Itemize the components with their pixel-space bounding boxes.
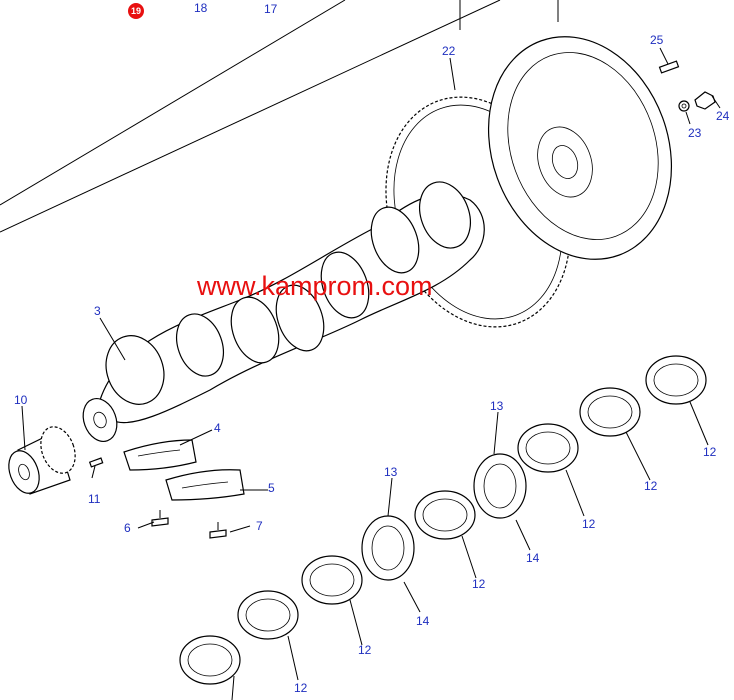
bearing-shell xyxy=(414,490,476,540)
badge-number: 19 xyxy=(131,6,141,16)
crank-gear xyxy=(8,426,76,495)
label-11[interactable]: 11 xyxy=(88,492,101,506)
bearing-shell xyxy=(237,590,299,640)
thrust-bearings xyxy=(123,439,245,501)
header-markers: 19 18 17 xyxy=(128,1,278,19)
label-17[interactable]: 17 xyxy=(264,2,278,16)
thrust-washers xyxy=(361,453,527,581)
label-4[interactable]: 4 xyxy=(214,421,221,435)
label-12[interactable]: 12 xyxy=(582,517,596,531)
leader-lines xyxy=(21,47,721,700)
label-12[interactable]: 12 xyxy=(703,445,717,459)
bearing-shell xyxy=(179,635,241,685)
label-14[interactable]: 14 xyxy=(416,614,430,628)
crankshaft xyxy=(82,181,485,442)
bearing-shell xyxy=(517,423,579,473)
watermark-text: www.kamprom.com xyxy=(196,271,433,301)
label-12[interactable]: 12 xyxy=(358,643,372,657)
screws xyxy=(151,510,227,539)
flywheel xyxy=(487,36,673,260)
flywheel-bolt xyxy=(694,91,716,110)
label-25[interactable]: 25 xyxy=(650,33,664,47)
label-12[interactable]: 12 xyxy=(472,577,486,591)
bearing-shell xyxy=(579,387,641,437)
label-23[interactable]: 23 xyxy=(688,126,702,140)
label-22[interactable]: 22 xyxy=(442,44,456,58)
main-bearing-shells xyxy=(179,355,707,685)
label-13[interactable]: 13 xyxy=(384,465,398,479)
washer xyxy=(678,100,690,112)
label-7[interactable]: 7 xyxy=(256,519,263,533)
woodruff-key xyxy=(88,457,104,468)
label-14[interactable]: 14 xyxy=(526,551,540,565)
dowel-pin xyxy=(658,60,680,74)
label-6[interactable]: 6 xyxy=(124,521,131,535)
label-5[interactable]: 5 xyxy=(268,481,275,495)
screw-6 xyxy=(151,517,169,527)
label-3[interactable]: 3 xyxy=(94,304,101,318)
label-13[interactable]: 13 xyxy=(490,399,504,413)
bearing-shell xyxy=(301,555,363,605)
flywheel-assembly xyxy=(385,36,673,328)
label-18[interactable]: 18 xyxy=(194,1,208,15)
thrust-half-upper xyxy=(123,439,197,471)
part-labels: 22 25 24 23 3 10 4 11 5 6 7 13 13 14 14 … xyxy=(14,33,730,695)
highlight-badge[interactable] xyxy=(128,3,144,19)
label-10[interactable]: 10 xyxy=(14,393,28,407)
screw-7 xyxy=(209,529,227,539)
bearing-shell xyxy=(645,355,707,405)
label-12[interactable]: 12 xyxy=(644,479,658,493)
flywheel-hardware xyxy=(658,60,716,112)
label-24[interactable]: 24 xyxy=(716,109,730,123)
block-outline xyxy=(0,0,559,233)
label-12[interactable]: 12 xyxy=(294,681,308,695)
